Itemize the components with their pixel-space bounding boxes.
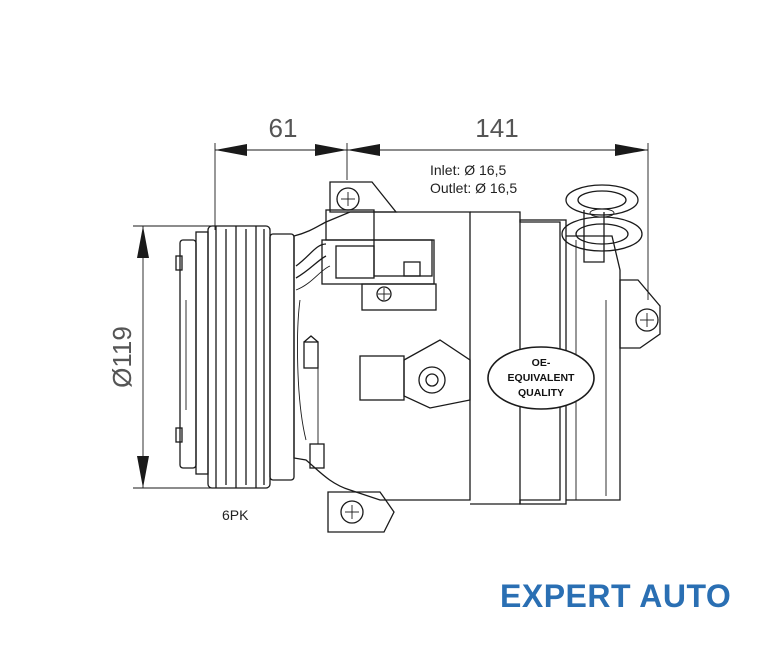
dimension-diameter-label: Ø119	[107, 326, 137, 388]
badge-line-2: EQUIVALENT	[508, 372, 575, 384]
electrical-connector	[295, 239, 437, 311]
refrigerant-ports	[561, 184, 643, 263]
top-mounting-ear	[325, 181, 398, 241]
front-housing	[293, 211, 471, 501]
dimension-61-label: 61	[269, 113, 298, 143]
dimension-141-label: 141	[475, 113, 518, 143]
dimension-diameter	[133, 225, 215, 489]
dimension-61	[214, 143, 348, 230]
pulley	[207, 225, 295, 489]
badge-line-1: OE-	[532, 357, 551, 369]
oe-quality-badge: OE- EQUIVALENT QUALITY	[487, 346, 595, 410]
brand-watermark: EXPERT AUTO	[500, 578, 732, 614]
inlet-label: Inlet: Ø 16,5	[430, 162, 506, 178]
side-bracket	[359, 339, 471, 409]
badge-line-3: QUALITY	[518, 387, 564, 399]
pulley-label: 6PK	[222, 507, 249, 523]
rear-mounting-ear	[619, 279, 661, 349]
clutch-plate	[175, 231, 209, 475]
dimension-141	[347, 143, 649, 300]
outlet-label: Outlet: Ø 16,5	[430, 180, 517, 196]
bottom-mounting-ear	[327, 491, 395, 533]
